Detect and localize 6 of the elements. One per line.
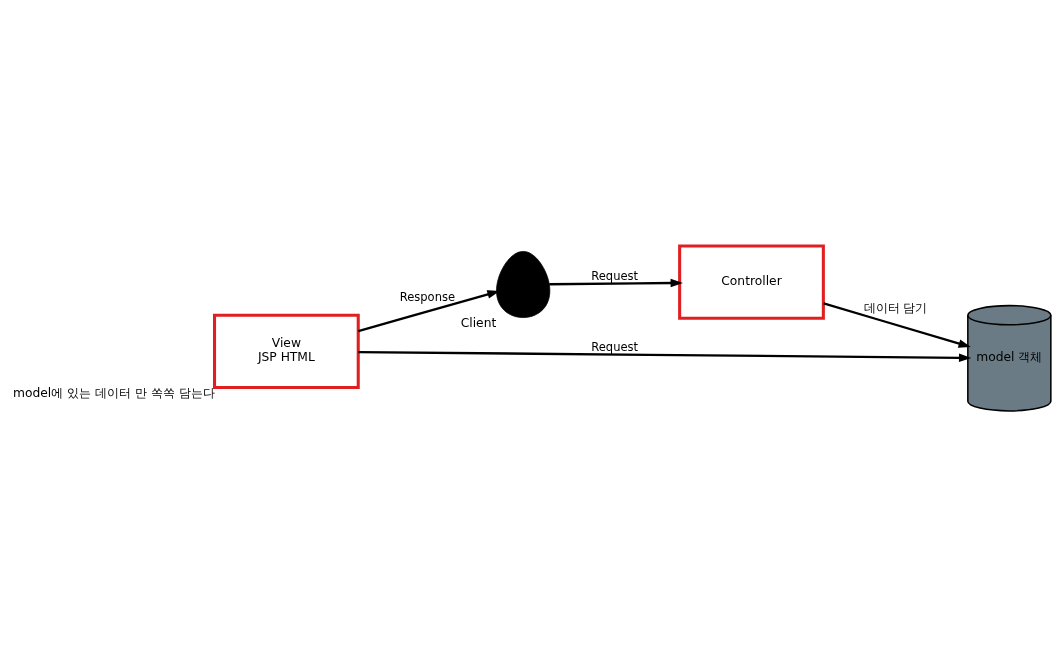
edge-label: Request	[591, 268, 639, 283]
edge-label: Response	[399, 289, 456, 304]
edge-label: Request	[591, 339, 639, 354]
edge-label: 데이터 담기	[863, 301, 928, 316]
node-label: Client	[460, 316, 497, 331]
node-label: model에 있는 데이터 만 쏙쏙 담는다	[12, 386, 215, 401]
